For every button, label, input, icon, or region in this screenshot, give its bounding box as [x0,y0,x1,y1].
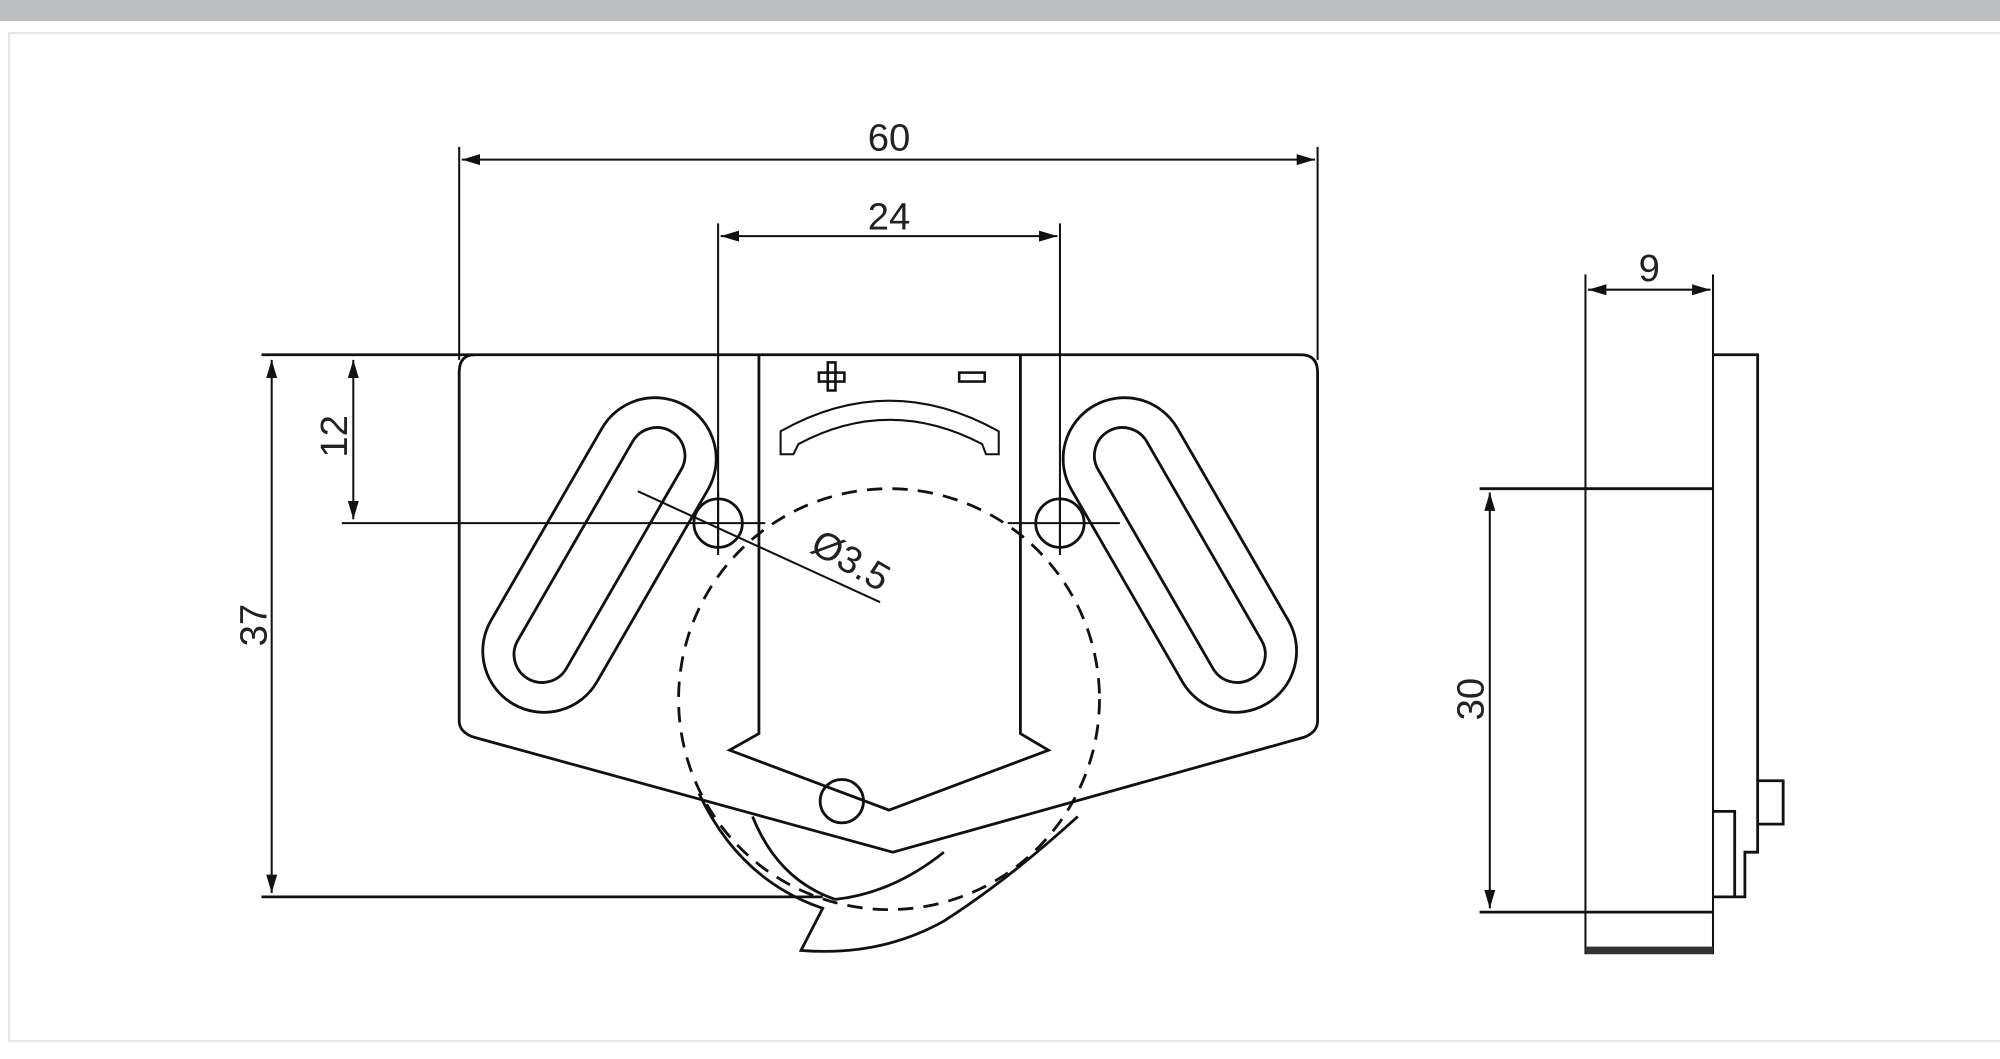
plus-icon [817,361,846,392]
diameter-leader [637,490,881,604]
side-view: 9 30 [1449,247,1785,955]
left-slot [481,396,718,714]
plate-outline [457,353,1320,854]
dim-label-12: 12 [313,415,356,458]
hook [697,792,1079,953]
front-view: 60 24 12 37 Ø3.5 [233,117,1320,953]
dim-label-60: 60 [868,117,911,160]
rotor-circle [677,487,1101,912]
top-bar [0,0,2000,21]
mounting-hole-right [1034,491,1086,556]
side-base [1585,946,1714,955]
mounting-hole-left [692,491,744,556]
dim-label-30: 30 [1449,678,1492,721]
inner-channel [726,354,1052,812]
minus-icon [957,371,986,383]
dim-label-37: 37 [233,604,276,647]
drawing-panel [8,32,2000,1042]
dim-label-9: 9 [1639,247,1660,290]
dim-label-24: 24 [868,196,911,239]
adjust-arrow-icon [779,399,1000,456]
right-slot [1061,396,1298,714]
pivot-hole [818,778,865,825]
